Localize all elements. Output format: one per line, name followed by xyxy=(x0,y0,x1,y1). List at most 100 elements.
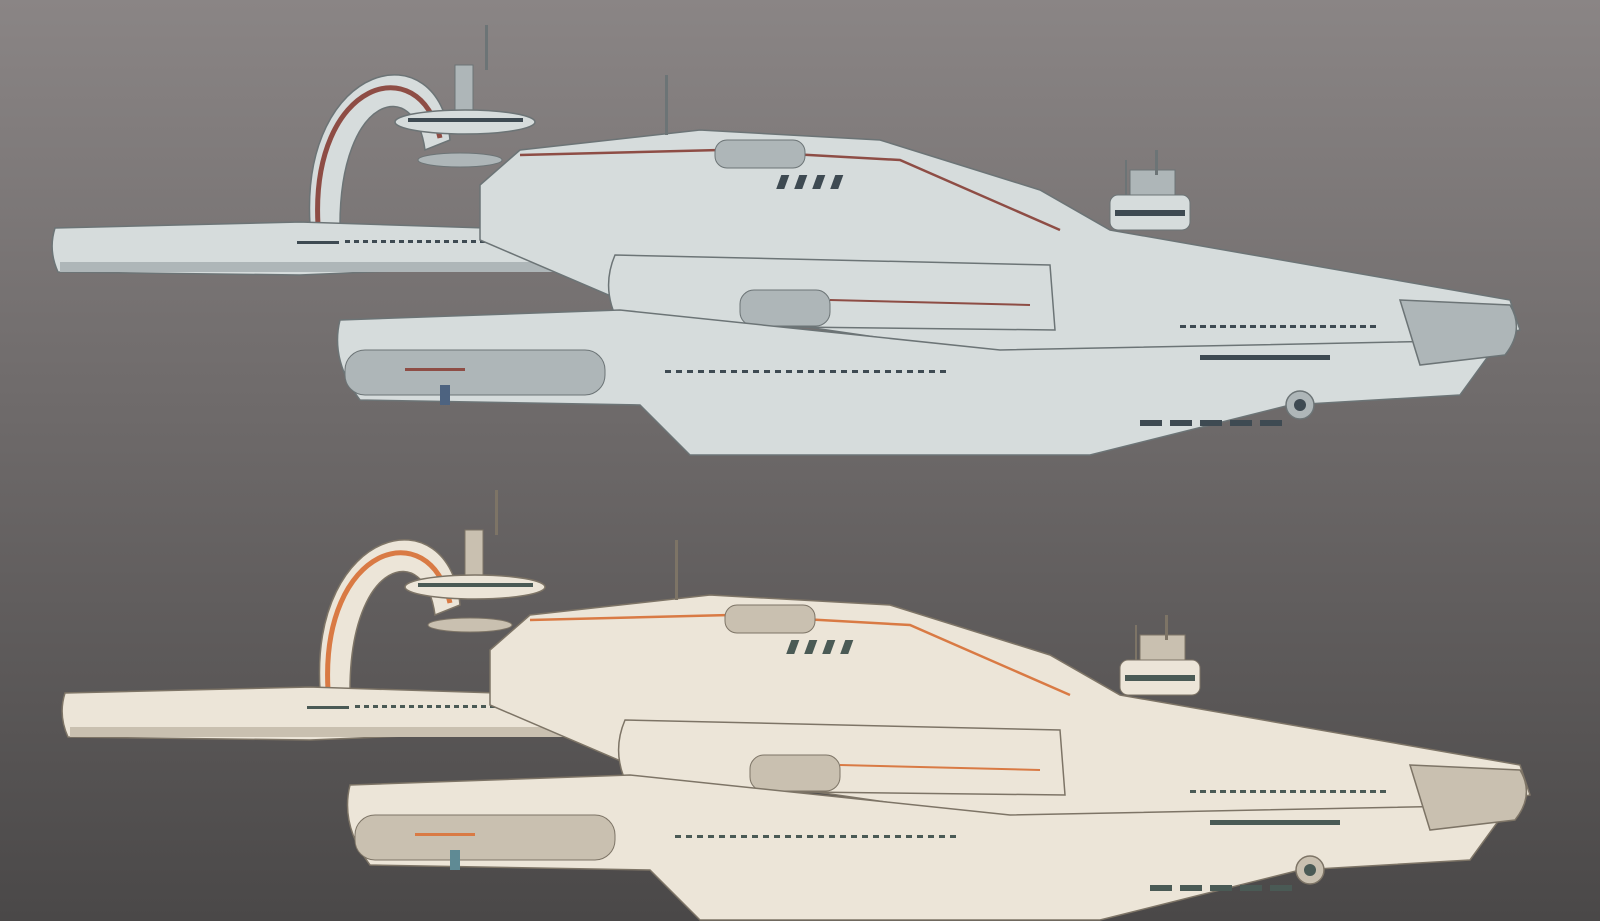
lower-pod-stripe xyxy=(405,368,465,371)
hull-window xyxy=(731,370,737,373)
hull-window xyxy=(1240,325,1246,328)
hull-window xyxy=(786,370,792,373)
hull-window xyxy=(852,370,858,373)
hull-window xyxy=(753,370,759,373)
hull-window xyxy=(720,370,726,373)
ventral-port xyxy=(1170,420,1192,426)
boom-underside xyxy=(70,727,610,737)
boom-window xyxy=(471,240,476,243)
hull-window xyxy=(1370,790,1376,793)
hull-window xyxy=(808,370,814,373)
hull-window xyxy=(1230,790,1236,793)
lower-deck xyxy=(417,152,503,168)
hull-window xyxy=(862,835,868,838)
boom-slot xyxy=(307,706,349,709)
ventral-port xyxy=(1210,885,1232,891)
hull-window xyxy=(730,835,736,838)
boom-window xyxy=(454,705,459,708)
dorsal-vent xyxy=(840,640,854,654)
bridge-antenna xyxy=(1165,615,1168,640)
starship-textured-render xyxy=(61,490,1531,921)
hull-window xyxy=(840,835,846,838)
hull-window xyxy=(939,835,945,838)
hull-window xyxy=(1210,790,1216,793)
lower-pod xyxy=(354,814,616,861)
hull-window xyxy=(1200,790,1206,793)
boom-window xyxy=(408,240,413,243)
lower-pod-stripe xyxy=(415,833,475,836)
hull-window xyxy=(885,370,891,373)
forward-window-band xyxy=(1210,820,1340,825)
boom-window xyxy=(417,240,422,243)
boom-window xyxy=(436,705,441,708)
dorsal-vent xyxy=(830,175,844,189)
hull-window xyxy=(1270,790,1276,793)
boom-window xyxy=(435,240,440,243)
starship-clay-render xyxy=(51,25,1521,456)
hull-window xyxy=(929,370,935,373)
hull-window xyxy=(918,370,924,373)
hull-window xyxy=(895,835,901,838)
hull-window xyxy=(698,370,704,373)
ventral-port xyxy=(1200,420,1222,426)
nacelle-intake xyxy=(739,289,831,327)
boom-slot xyxy=(297,241,339,244)
dorsal-vent xyxy=(786,640,800,654)
bridge-windows xyxy=(1115,210,1185,216)
ventral-port xyxy=(1180,885,1202,891)
hull-window xyxy=(796,835,802,838)
ring-stripe xyxy=(325,550,453,691)
hull-window xyxy=(1360,325,1366,328)
saucer-windows xyxy=(418,583,533,587)
boom-window xyxy=(382,705,387,708)
hull-window xyxy=(1180,325,1186,328)
hull-window xyxy=(741,835,747,838)
hull-window xyxy=(1360,790,1366,793)
hull-window xyxy=(742,370,748,373)
boom-window xyxy=(481,705,486,708)
boom-window xyxy=(445,705,450,708)
hull-window xyxy=(1330,790,1336,793)
boom-window xyxy=(453,240,458,243)
hull-window xyxy=(829,835,835,838)
hull-window xyxy=(1320,790,1326,793)
hull-window xyxy=(1350,325,1356,328)
boom-window xyxy=(400,705,405,708)
lower-pod-marker xyxy=(440,385,450,405)
hull-window xyxy=(708,835,714,838)
hull-window xyxy=(917,835,923,838)
boom-window xyxy=(373,705,378,708)
engine-nacelle xyxy=(607,254,1056,331)
dorsal-vent xyxy=(804,640,818,654)
dorsal-vent xyxy=(794,175,808,189)
lower-hull xyxy=(346,774,1512,921)
hull-window xyxy=(1290,790,1296,793)
boom-window xyxy=(426,240,431,243)
boom-window xyxy=(354,240,359,243)
hull-window xyxy=(752,835,758,838)
hull-window xyxy=(950,835,956,838)
antenna xyxy=(495,490,498,535)
hull-window xyxy=(906,835,912,838)
hull-window xyxy=(1210,325,1216,328)
boom-window xyxy=(463,705,468,708)
boom-window xyxy=(444,240,449,243)
hull-window xyxy=(763,835,769,838)
hull-window xyxy=(675,835,681,838)
hull-window xyxy=(1340,790,1346,793)
boom-window xyxy=(363,240,368,243)
forward-window-band xyxy=(1200,355,1330,360)
nacelle-intake xyxy=(749,754,841,792)
hull-window xyxy=(940,370,946,373)
boom-window xyxy=(427,705,432,708)
lower-hull xyxy=(336,309,1502,456)
boom-window xyxy=(355,705,360,708)
engine-nacelle xyxy=(617,719,1066,796)
hull-window xyxy=(1330,325,1336,328)
hull-window xyxy=(1220,790,1226,793)
boom-underside xyxy=(60,262,600,272)
hull-window xyxy=(1320,325,1326,328)
boom-window xyxy=(372,240,377,243)
antenna xyxy=(485,25,488,70)
